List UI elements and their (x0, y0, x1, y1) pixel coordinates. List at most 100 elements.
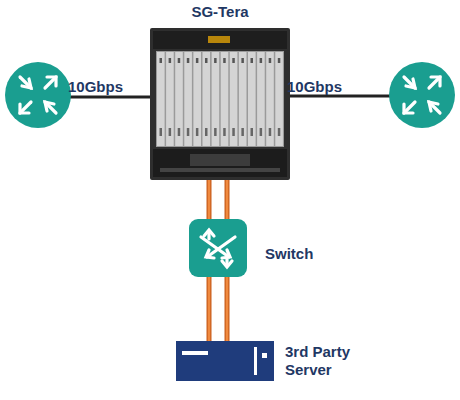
node-shape-part (203, 52, 211, 146)
node-shape-part-part (207, 237, 235, 257)
node-shape-part (221, 52, 229, 146)
fiber-link (209, 180, 210, 219)
node-shape-part (150, 28, 290, 180)
link-speed: 10Gbps (68, 78, 123, 96)
node-shape-part (239, 52, 247, 146)
node-label: SG-Tera (150, 3, 290, 21)
node-shape-part-part (222, 250, 230, 258)
node-shape-part (156, 51, 284, 147)
node-label: Switch (265, 245, 355, 263)
link-speed: 10Gbps (287, 78, 342, 96)
router-symbol-part-part (45, 102, 56, 113)
router-symbol-part-part (429, 77, 440, 88)
fiber-link (209, 277, 210, 341)
fiber-link-part (207, 180, 212, 219)
router-symbol-part (20, 77, 56, 113)
router-symbol-part-part (404, 104, 413, 113)
router-symbol-part-part (406, 79, 415, 88)
node-shape-part (187, 58, 190, 63)
node-shape-part (160, 168, 280, 172)
node-shape-part (223, 58, 226, 63)
node-shape-part (178, 128, 181, 136)
node-shape-part (157, 52, 165, 146)
node-shape-part (190, 154, 250, 166)
node-shape-part (153, 31, 287, 49)
node-shape-part (208, 36, 230, 43)
node-shape-part (241, 128, 244, 136)
node-shape-part (223, 128, 226, 136)
router-symbol-part (5, 62, 71, 128)
node-shape-part (193, 52, 201, 146)
node-shape-part (212, 52, 220, 146)
fiber-link-part (208, 277, 211, 341)
node-shape-part (232, 128, 235, 136)
switch-node: Switch (189, 219, 247, 277)
node-shape-part (205, 128, 208, 136)
node-shape-part (184, 52, 192, 146)
fiber-link-part (207, 277, 212, 341)
server-node: 3rd Party Server (176, 341, 274, 381)
router-symbol-part-part (45, 102, 54, 111)
router-symbol-part-part (404, 77, 415, 88)
node-shape-part (248, 52, 256, 146)
node-shape-part (169, 128, 172, 136)
node-shape-part (189, 219, 247, 277)
fiber-link-part (225, 180, 230, 219)
node-shape-part (257, 52, 265, 146)
router-symbol-part-part (20, 77, 31, 88)
node-shape-part (232, 58, 235, 63)
router-link-part (70, 96, 150, 99)
router-symbol-part-part (431, 77, 440, 86)
fiber-link-part (226, 277, 229, 341)
node-shape-part (214, 128, 217, 136)
node-shape-part (169, 58, 172, 63)
fiber-link (227, 180, 228, 219)
node-shape-part (214, 58, 217, 63)
node-shape-part (241, 58, 244, 63)
node-shape-part (176, 341, 274, 381)
node-shape-part (182, 351, 208, 355)
node-shape-part (178, 58, 181, 63)
fiber-link-part (208, 180, 211, 219)
node-label: 3rd Party Server (285, 343, 367, 379)
router-symbol-part-part (429, 102, 440, 113)
node-shape-part (187, 128, 190, 136)
node-shape-part (278, 128, 281, 136)
node-shape-part (196, 58, 199, 63)
node-shape-part-part (222, 261, 232, 267)
node-shape-part (205, 58, 208, 63)
node-shape-part (175, 52, 183, 146)
node-shape-part (260, 58, 263, 63)
fiber-link (227, 277, 228, 341)
node-shape-part (269, 128, 272, 136)
router-symbol-part-part (22, 79, 31, 88)
node-shape-part (269, 58, 272, 63)
node-shape (150, 28, 290, 180)
node-shape-part (160, 58, 163, 63)
router-symbol-part-part (20, 102, 31, 113)
chassis-node: SG-Tera (150, 28, 290, 180)
node-shape-part (262, 353, 267, 358)
router-symbol-part (389, 62, 455, 128)
node-shape-part (196, 128, 199, 136)
node-shape-part (251, 128, 254, 136)
node-shape-part (278, 58, 281, 63)
node-shape-part (266, 52, 274, 146)
node-shape (176, 341, 274, 381)
fiber-link-part (225, 277, 230, 341)
node-shape-part (166, 52, 174, 146)
node-shape-part (201, 230, 235, 267)
router-symbol-part-part (45, 77, 56, 88)
node-shape-part (230, 52, 238, 146)
router-symbol-part-part (20, 104, 29, 113)
node-shape-part-part (206, 250, 214, 258)
node-shape-part (160, 128, 163, 136)
node-shape-part-part (204, 230, 214, 236)
node-shape-part (254, 347, 257, 375)
router-symbol-part-part (429, 102, 438, 111)
node-shape-part (260, 128, 263, 136)
node-shape-part (251, 58, 254, 63)
router-symbol-part-part (404, 102, 415, 113)
router-symbol-part-part (47, 77, 56, 86)
